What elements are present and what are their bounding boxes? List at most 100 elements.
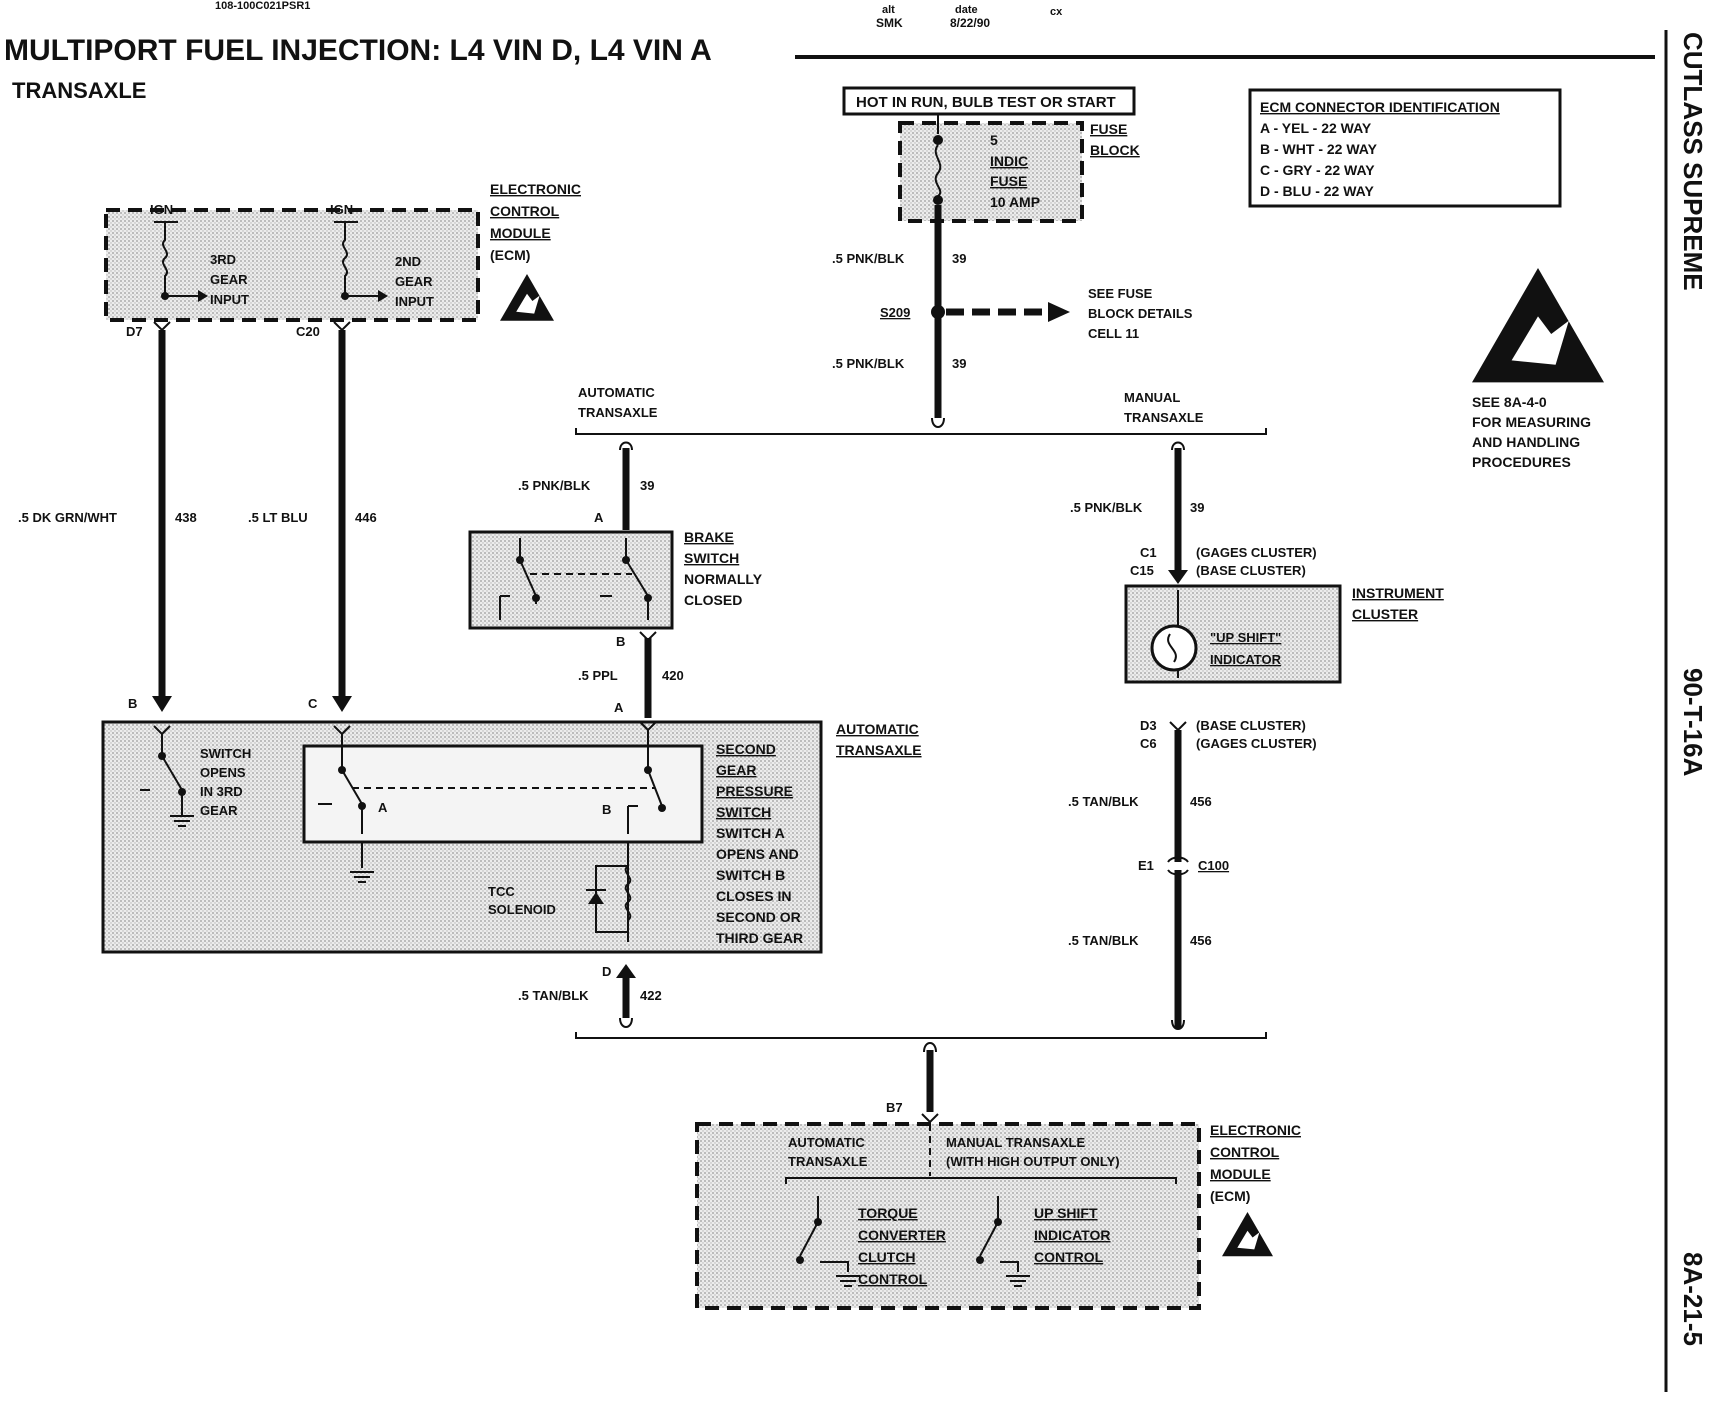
ecm-bot-auto-1: AUTOMATIC bbox=[788, 1135, 865, 1150]
second-gear-2: GEAR bbox=[716, 762, 756, 778]
connector-d7 bbox=[153, 321, 171, 332]
second-gear-7: SWITCH B bbox=[716, 867, 785, 883]
branch-bottom-bus bbox=[575, 1032, 1267, 1039]
branch-top-hook bbox=[931, 417, 945, 428]
fuse-block-label-2: BLOCK bbox=[1090, 142, 1140, 158]
wire-39-mid-label: .5 PNK/BLK bbox=[832, 356, 905, 371]
second-gear-10: THIRD GEAR bbox=[716, 930, 803, 946]
upshift-bulb bbox=[1150, 624, 1198, 672]
ecm-bottom-esd-icon bbox=[1222, 1212, 1273, 1257]
auto-trans-label-2: TRANSAXLE bbox=[836, 742, 922, 758]
esd-warning-icon bbox=[1472, 268, 1604, 383]
cluster-gages-2: (GAGES CLUSTER) bbox=[1196, 736, 1317, 751]
third-switch-4: GEAR bbox=[200, 803, 238, 818]
second-gear-4: SWITCH bbox=[716, 804, 771, 820]
ground-icon-3 bbox=[836, 1275, 860, 1287]
tcc-label-1: TCC bbox=[488, 884, 515, 899]
splice-s209 bbox=[931, 305, 945, 319]
tcc-control-2: CONVERTER bbox=[858, 1227, 946, 1243]
brake-node-1 bbox=[516, 556, 524, 564]
cluster-arrow-in bbox=[1168, 570, 1188, 584]
brake-contact-2 bbox=[600, 538, 649, 620]
ecm-bottom-bus bbox=[785, 1177, 1177, 1184]
upshift-label-1: "UP SHIFT" bbox=[1210, 630, 1281, 645]
wire-39-brake-label: .5 PNK/BLK bbox=[518, 478, 591, 493]
esd-note-3: AND HANDLING bbox=[1472, 434, 1580, 450]
fuse-node-top bbox=[933, 135, 943, 145]
fuse-element bbox=[934, 144, 942, 197]
cluster-base-2: (BASE CLUSTER) bbox=[1196, 718, 1306, 733]
brake-label-3: NORMALLY bbox=[684, 571, 763, 587]
third-switch-3: IN 3RD bbox=[200, 784, 243, 799]
see-fuse-arrowhead bbox=[1048, 302, 1070, 322]
fuse-number: 5 bbox=[990, 132, 998, 148]
splice-label: S209 bbox=[880, 305, 910, 320]
ecm-bot-name-2: CONTROL bbox=[1210, 1144, 1280, 1160]
second-gear-9: SECOND OR bbox=[716, 909, 801, 925]
wire-39-top-label: .5 PNK/BLK bbox=[832, 251, 905, 266]
brake-node-3 bbox=[622, 556, 630, 564]
pin-d7: D7 bbox=[126, 324, 143, 339]
wire-422-label: .5 TAN/BLK bbox=[518, 988, 589, 1003]
wire-438-circuit: 438 bbox=[175, 510, 197, 525]
cx-label: cx bbox=[1050, 6, 1063, 18]
connector-cluster-out bbox=[1169, 721, 1187, 732]
tcc-control-node-1 bbox=[814, 1218, 822, 1226]
upshift-control-node-1 bbox=[994, 1218, 1002, 1226]
wire-438-label: .5 DK GRN/WHT bbox=[18, 510, 117, 525]
ecm-bottom-module bbox=[697, 1124, 1199, 1308]
instrument-cluster-outline bbox=[1124, 584, 1342, 684]
brake-label-4: CLOSED bbox=[684, 592, 742, 608]
pin-c20: C20 bbox=[296, 324, 320, 339]
second-gear-1: SECOND bbox=[716, 741, 776, 757]
wire-456-circuit-2: 456 bbox=[1190, 933, 1212, 948]
trans-arrow-d bbox=[616, 964, 636, 978]
second-gear-switch bbox=[304, 746, 702, 842]
connector-b7 bbox=[921, 1113, 939, 1124]
ecm-top-arrowhead-2 bbox=[378, 290, 388, 302]
date-label: date bbox=[955, 4, 978, 16]
upshift-control-2: INDICATOR bbox=[1034, 1227, 1110, 1243]
wire-422-circuit: 422 bbox=[640, 988, 662, 1003]
ecm-id-d: D - BLU - 22 WAY bbox=[1260, 183, 1374, 199]
ecm-bot-name-3: MODULE bbox=[1210, 1166, 1271, 1182]
alt-label: alt bbox=[882, 4, 895, 16]
cluster-label-2: CLUSTER bbox=[1352, 606, 1418, 622]
auto-trans-label-1: AUTOMATIC bbox=[836, 721, 919, 737]
tcc-control-4: CONTROL bbox=[858, 1271, 928, 1287]
connector-420 bbox=[639, 631, 657, 642]
see-fuse-1: SEE FUSE bbox=[1088, 286, 1153, 301]
ecm-top-resistor-1 bbox=[162, 222, 168, 296]
ecm-id-a: A - YEL - 22 WAY bbox=[1260, 120, 1372, 136]
hot-label: HOT IN RUN, BULB TEST OR START bbox=[856, 94, 1116, 111]
ecm-top-name-4: (ECM) bbox=[490, 247, 530, 263]
upshift-control-node-2 bbox=[976, 1256, 984, 1264]
ecm-top-ign-2: IGN bbox=[330, 202, 353, 217]
ecm-top-3rd-1: 3RD bbox=[210, 252, 236, 267]
hot-label-box bbox=[842, 86, 1136, 116]
cluster-label-1: INSTRUMENT bbox=[1352, 585, 1444, 601]
connector-e1: E1 bbox=[1138, 858, 1154, 873]
automatic-transaxle-outline bbox=[101, 720, 823, 954]
ecm-top-outline bbox=[104, 208, 480, 322]
date-value: 8/22/90 bbox=[950, 16, 990, 30]
ecm-top-resistor-2 bbox=[342, 222, 348, 296]
ecm-bot-man-1: MANUAL TRANSAXLE bbox=[946, 1135, 1085, 1150]
tcc-label-2: SOLENOID bbox=[488, 902, 556, 917]
esd-note-1: SEE 8A-4-0 bbox=[1472, 394, 1547, 410]
ecm-top-2nd-2: GEAR bbox=[395, 274, 433, 289]
ecm-bot-man-2: (WITH HIGH OUTPUT ONLY) bbox=[946, 1154, 1120, 1169]
branch-man-2: TRANSAXLE bbox=[1124, 410, 1204, 425]
connector-c100-label: C100 bbox=[1198, 858, 1229, 873]
wire-39-mid-circuit: 39 bbox=[952, 356, 966, 371]
brake-top-hook bbox=[619, 441, 633, 451]
switch-b-node-1 bbox=[644, 766, 652, 774]
second-gear-8: CLOSES IN bbox=[716, 888, 791, 904]
ecm-top-esd-icon bbox=[500, 274, 554, 321]
ground-icon-4 bbox=[1006, 1275, 1030, 1287]
wire-39-cluster-label: .5 PNK/BLK bbox=[1070, 500, 1143, 515]
ecm-top-3rd-3: INPUT bbox=[210, 292, 249, 307]
branch-top-bus bbox=[575, 428, 1267, 435]
manual-bottom-hook bbox=[1171, 1019, 1185, 1030]
